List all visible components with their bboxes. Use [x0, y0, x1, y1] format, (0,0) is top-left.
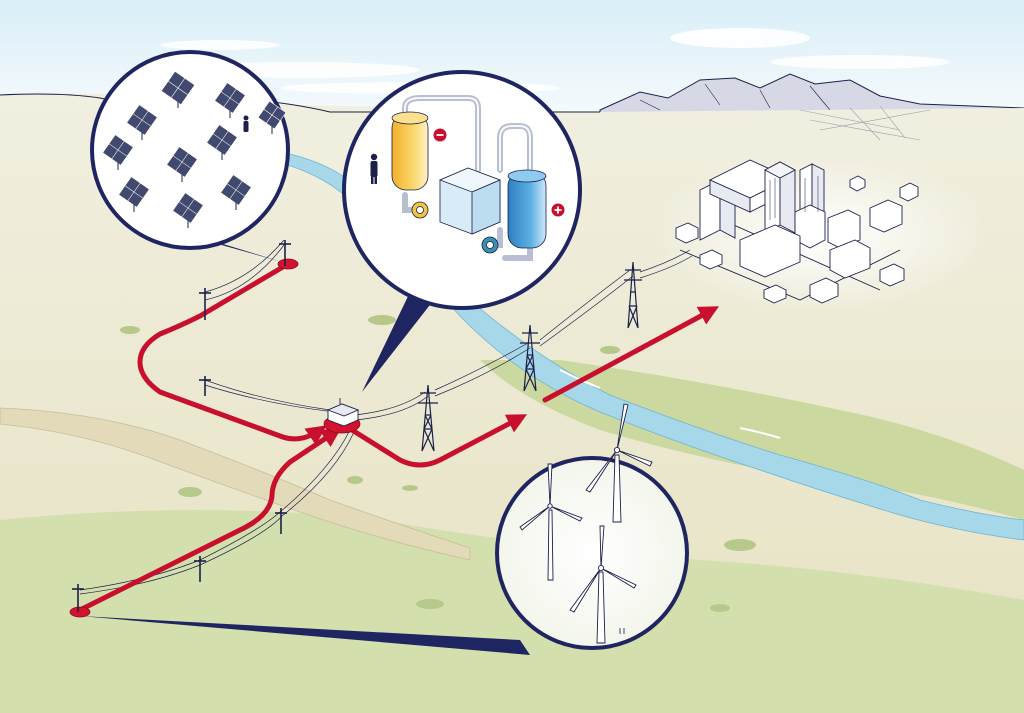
electrolyte-tank-negative: [507, 169, 547, 249]
city-road-grid: [799, 105, 931, 141]
pump-negative: [481, 236, 499, 254]
wind-turbine-icon: [585, 403, 653, 523]
grass-field: [0, 510, 1024, 713]
substation-icon: [326, 398, 360, 427]
utility-pole-icon: [199, 288, 211, 320]
utility-pole-icon: [194, 556, 206, 582]
transmission-towers: [418, 261, 642, 452]
battery-callout-pointer: [362, 288, 440, 392]
cell-stack: [438, 167, 502, 235]
flow-substation-to-grid: [349, 414, 528, 468]
dirt-ridge: [0, 407, 471, 561]
positive-terminal-icon: [551, 203, 565, 217]
flow-grid-to-city: [542, 306, 720, 403]
wind-turbines: [519, 403, 653, 644]
transmission-tower-icon: [418, 384, 438, 452]
utility-pole-icon: [275, 508, 287, 534]
electrolyte-tank-positive: [391, 111, 429, 191]
city-icon: [650, 105, 990, 315]
wind-callout-pointer: [80, 616, 530, 655]
node-wind: [69, 606, 91, 618]
energy-flow-arrows: [77, 261, 720, 613]
utility-poles: [72, 240, 291, 612]
transmission-tower-icon: [520, 324, 540, 392]
pump-positive: [411, 201, 429, 219]
solar-panels: [102, 70, 287, 224]
power-lines: [79, 239, 693, 595]
person-icon: [370, 153, 378, 184]
utility-pole-icon: [72, 584, 84, 612]
negative-terminal-icon: [433, 128, 447, 142]
wind-turbine-icon: [569, 525, 637, 644]
utility-pole-icon: [279, 240, 291, 266]
flow-solar-to-substation: [137, 261, 327, 446]
wind-turbine-icon: [519, 463, 583, 581]
person-icon: [243, 115, 249, 132]
flow-wind-to-substation: [77, 427, 342, 613]
flow-battery-callout: [342, 70, 582, 310]
solar-farm-callout: [90, 50, 290, 250]
node-solar: [277, 258, 299, 270]
mountain-icon: [599, 73, 1024, 119]
wind-farm-callout: [495, 403, 689, 650]
transmission-tower-icon: [624, 261, 642, 329]
utility-pole-icon: [199, 376, 211, 396]
